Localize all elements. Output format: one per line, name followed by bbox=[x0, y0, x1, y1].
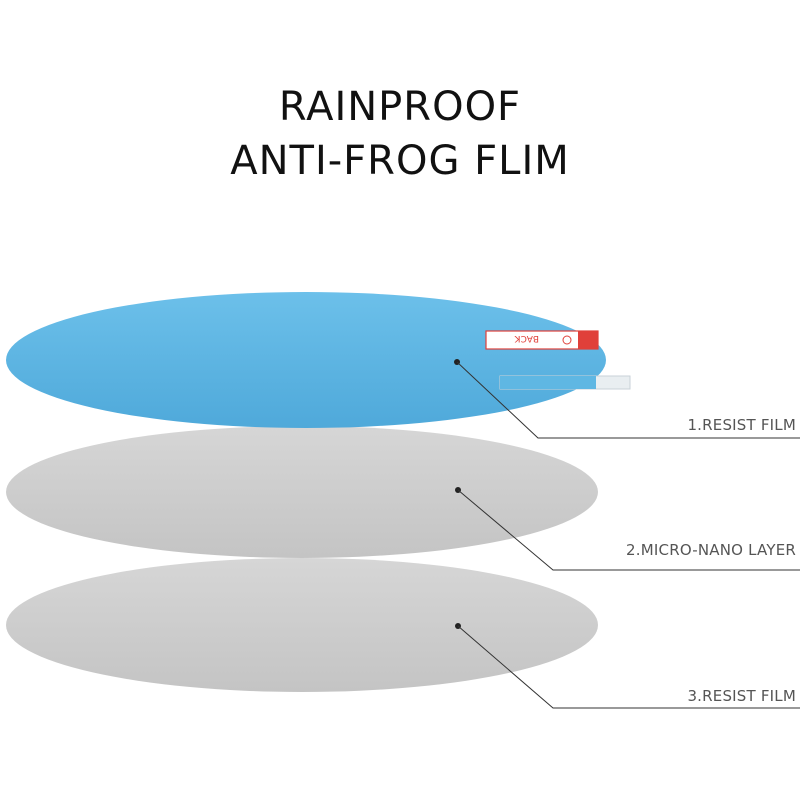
leader-line-3 bbox=[457, 625, 800, 709]
layer-label-3: 3.RESIST FILM bbox=[687, 687, 796, 705]
layer-label-1: 1.RESIST FILM bbox=[687, 416, 796, 434]
leader-line-2 bbox=[457, 489, 800, 571]
title-line-1: RAINPROOF bbox=[278, 84, 522, 130]
film-layer-2 bbox=[6, 426, 598, 558]
leader-line-1 bbox=[456, 361, 800, 439]
backing-tab-label: BACK bbox=[514, 333, 539, 343]
film-layer-3 bbox=[6, 558, 598, 692]
title-line-2: ANTI-FROG FLIM bbox=[230, 138, 570, 184]
backing-tab: BACK bbox=[485, 330, 631, 390]
film-layer-1 bbox=[6, 292, 606, 428]
layer-label-2: 2.MICRO-NANO LAYER bbox=[626, 541, 796, 559]
